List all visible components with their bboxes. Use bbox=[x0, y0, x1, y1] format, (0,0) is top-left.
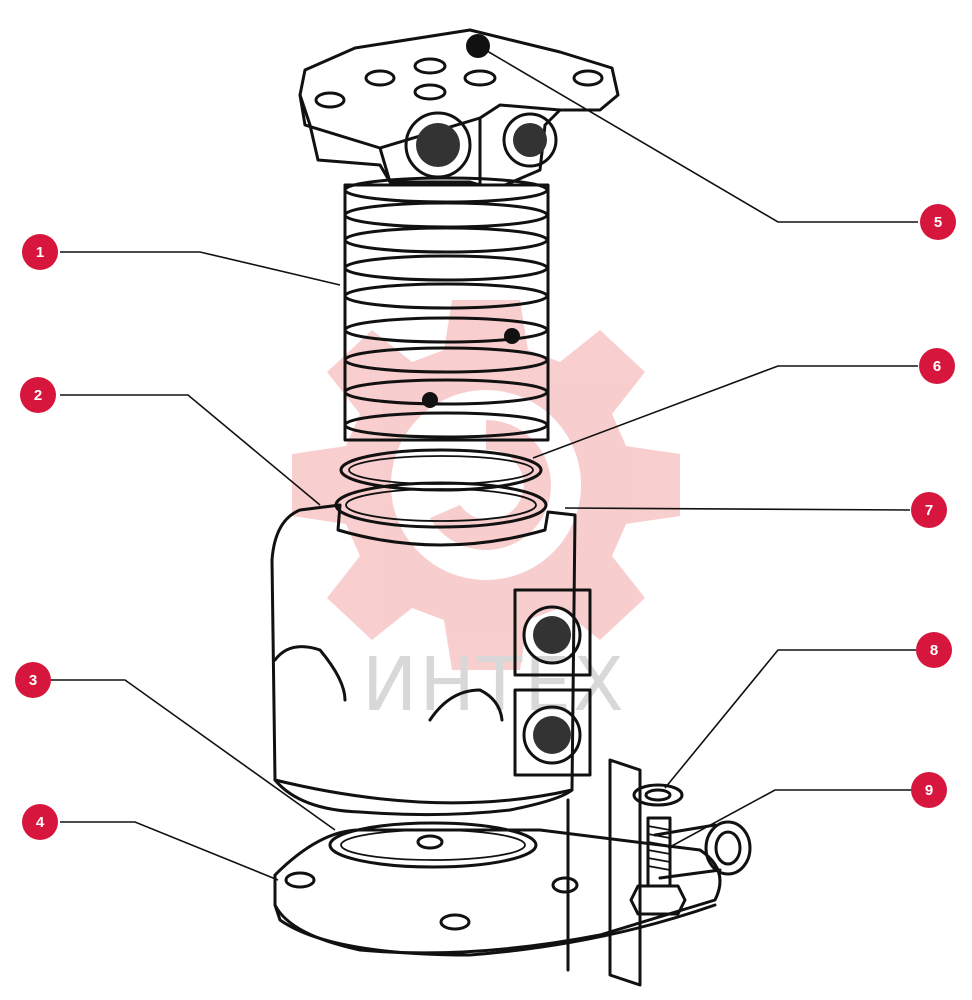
callout-8-number: 8 bbox=[930, 642, 938, 659]
callout-2-number: 2 bbox=[34, 387, 42, 404]
main-housing bbox=[270, 503, 592, 817]
bolt-9 bbox=[629, 816, 687, 916]
threaded-spindle bbox=[343, 176, 550, 442]
callout-9: 9 bbox=[911, 772, 947, 808]
callout-3-number: 3 bbox=[29, 672, 37, 689]
callout-2: 2 bbox=[20, 377, 56, 413]
callout-9-number: 9 bbox=[925, 782, 933, 799]
callout-1-number: 1 bbox=[36, 244, 44, 261]
base-plate bbox=[273, 828, 722, 957]
top-cover-flange bbox=[298, 28, 620, 187]
callout-6: 6 bbox=[919, 348, 955, 384]
callout-4-number: 4 bbox=[36, 814, 45, 831]
washer-8 bbox=[632, 783, 684, 807]
callout-1: 1 bbox=[22, 234, 58, 270]
leader-lines bbox=[50, 47, 918, 881]
callout-7: 7 bbox=[911, 492, 947, 528]
callout-5: 5 bbox=[920, 204, 956, 240]
callout-6-number: 6 bbox=[933, 358, 941, 375]
callout-7-number: 7 bbox=[925, 502, 933, 519]
callout-3: 3 bbox=[15, 662, 51, 698]
callout-4: 4 bbox=[22, 804, 58, 840]
watermark-text: ИНТЕХ bbox=[362, 642, 626, 728]
callout-8: 8 bbox=[916, 632, 952, 668]
callout-5-number: 5 bbox=[934, 214, 942, 231]
mounting-bracket bbox=[566, 758, 752, 987]
